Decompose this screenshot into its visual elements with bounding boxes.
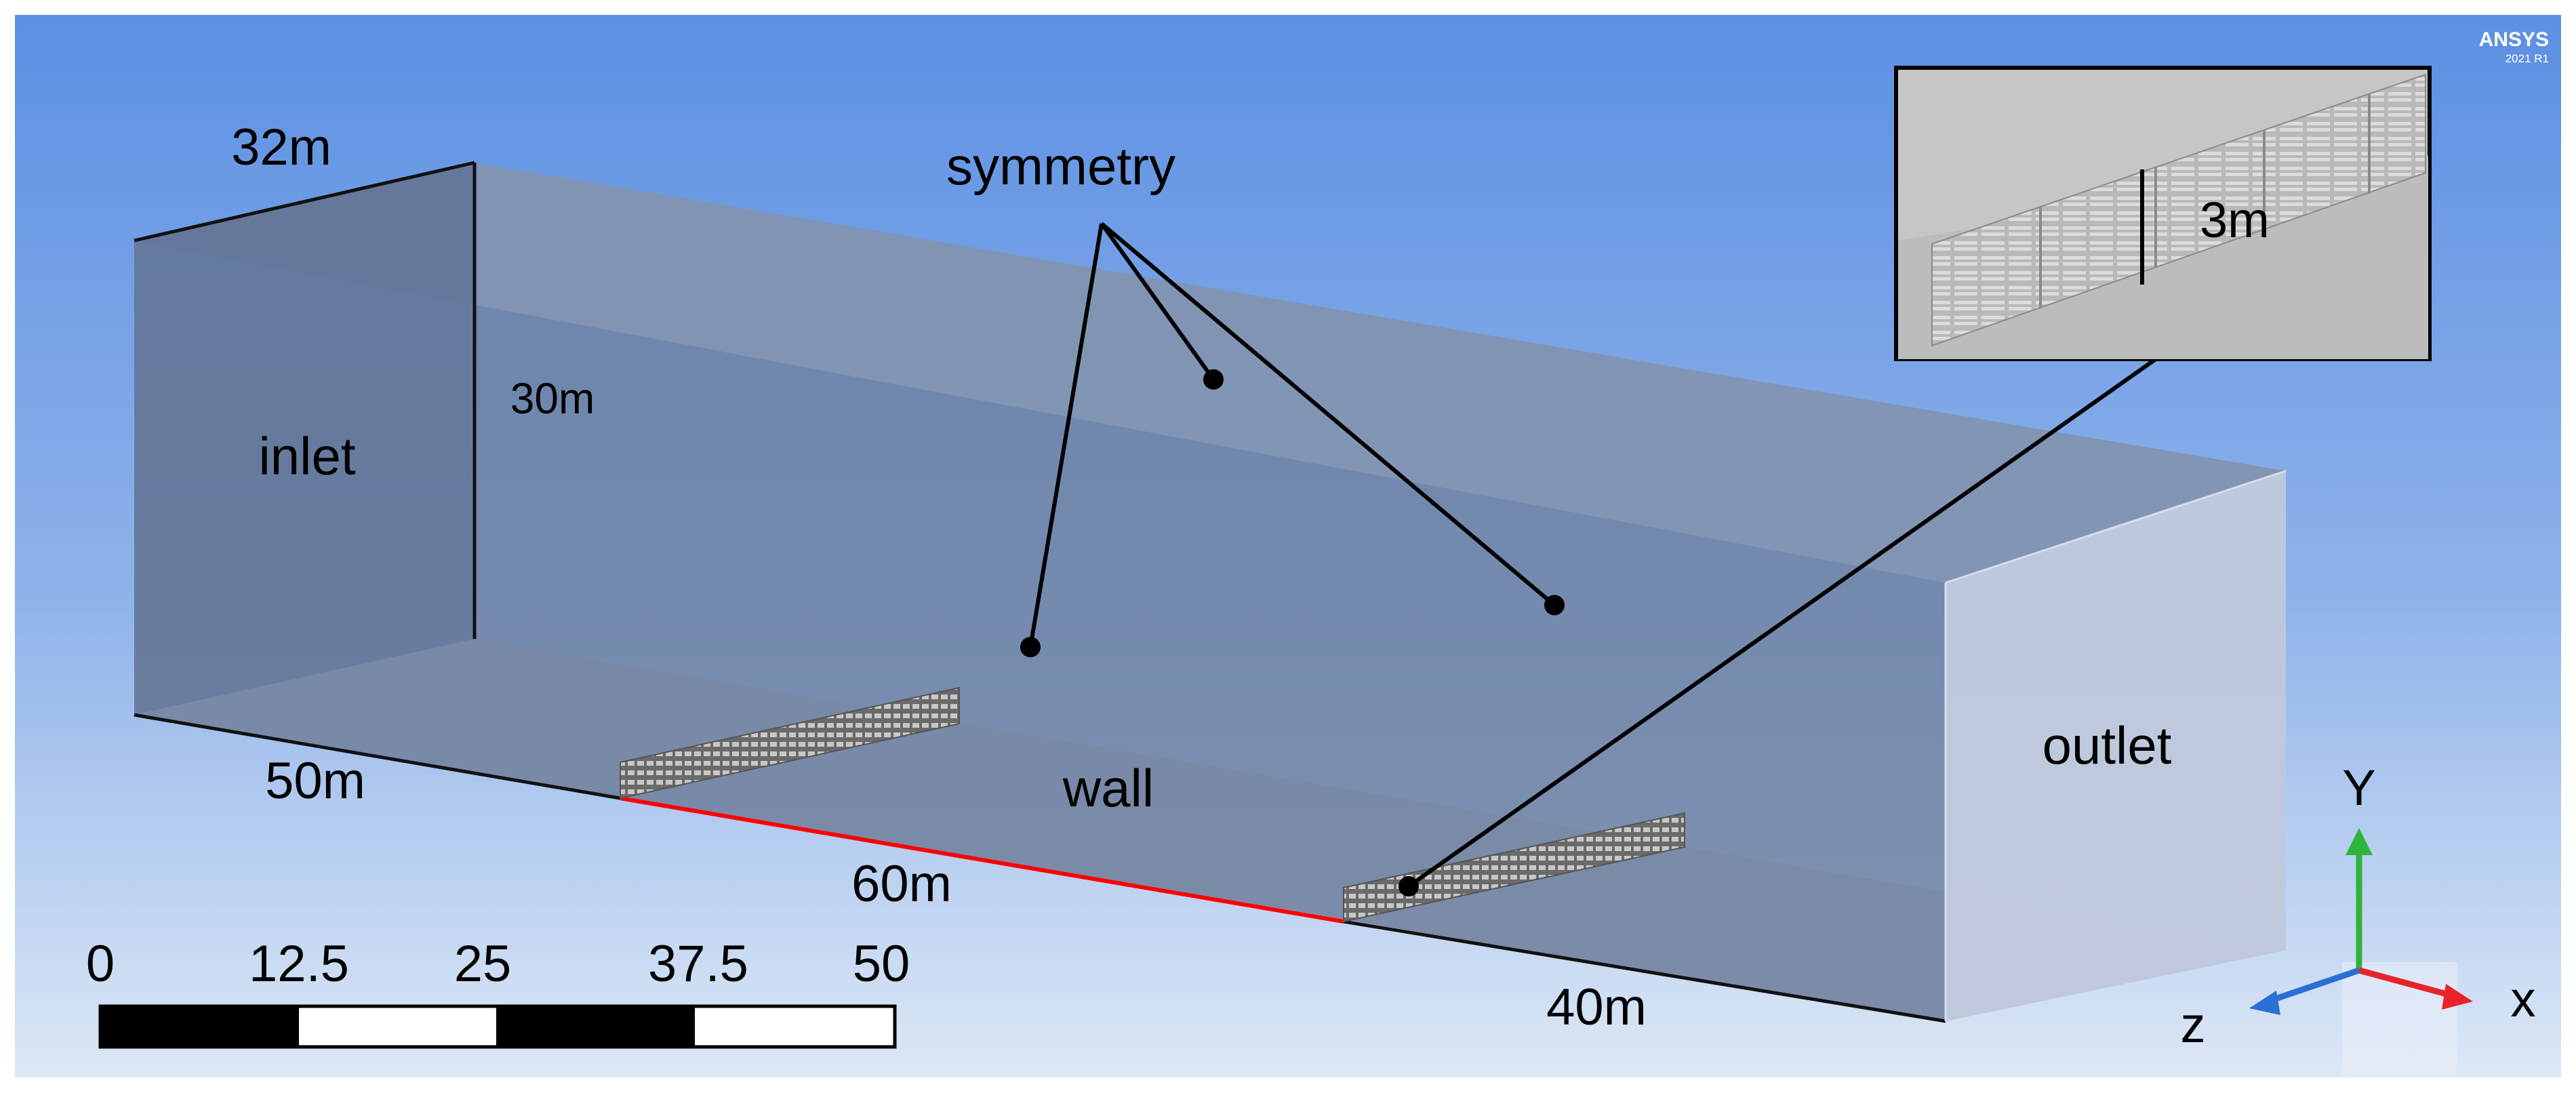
outlet-face[interactable] (1946, 471, 2286, 1021)
x-axis-label: x (2511, 971, 2536, 1027)
wall-label: wall (1062, 758, 1154, 818)
highlighted-edge (620, 796, 1344, 924)
width-edge (134, 161, 475, 243)
top-border (0, 0, 2576, 15)
z-axis-arrow (2266, 967, 2360, 1005)
scale-tick-label: 50 (853, 935, 910, 993)
y-axis-arrowhead (2346, 828, 2373, 855)
scale-tick-label: 37.5 (648, 935, 748, 993)
symmetry-label: symmetry (946, 136, 1175, 196)
scale-tick-label: 0 (86, 935, 115, 993)
scale-tick-label: 12.5 (249, 935, 349, 993)
axis-triad[interactable] (2249, 828, 2473, 1077)
x-axis-arrow (2358, 967, 2455, 999)
outlet-top-edge (1945, 470, 2287, 584)
width-dimension-label: 32m (231, 119, 331, 176)
symmetry-marker-1 (1020, 637, 1041, 657)
outlet-label: outlet (2042, 716, 2172, 775)
z-axis-arrowhead (2249, 991, 2280, 1015)
barrier-upstream[interactable] (620, 686, 960, 800)
symmetry-callout (1028, 222, 1556, 648)
height-dimension-label: 30m (510, 374, 595, 423)
upstream-edge (134, 713, 621, 800)
scale-bar (98, 1004, 897, 1049)
right-border (2561, 0, 2576, 1092)
symmetry-marker-3 (1544, 595, 1565, 615)
inset-marker (1398, 876, 1419, 896)
upstream-dimension-label: 50m (265, 752, 365, 810)
z-axis-label: z (2181, 997, 2206, 1053)
ansys-logo: ANSYS (2479, 28, 2549, 51)
barrier-spacing-label: 60m (851, 855, 952, 913)
symmetry-marker-2 (1203, 369, 1224, 390)
bottom-border (0, 1077, 2576, 1092)
downstream-edge (1343, 920, 1946, 1023)
inlet-label: inlet (258, 426, 355, 486)
ansys-version: 2021 R1 (2505, 52, 2549, 65)
left-border (0, 0, 15, 1092)
inset-leader-line (1407, 357, 2157, 888)
x-axis-arrowhead (2442, 984, 2473, 1010)
barrier-height-label: 3m (2200, 192, 2270, 248)
y-axis-label: Y (2342, 760, 2375, 816)
scale-tick-label: 25 (454, 935, 512, 993)
barrier-downstream[interactable] (1343, 812, 1685, 923)
barrier-detail-inset: 3m (1894, 66, 2432, 361)
downstream-dimension-label: 40m (1546, 978, 1647, 1036)
